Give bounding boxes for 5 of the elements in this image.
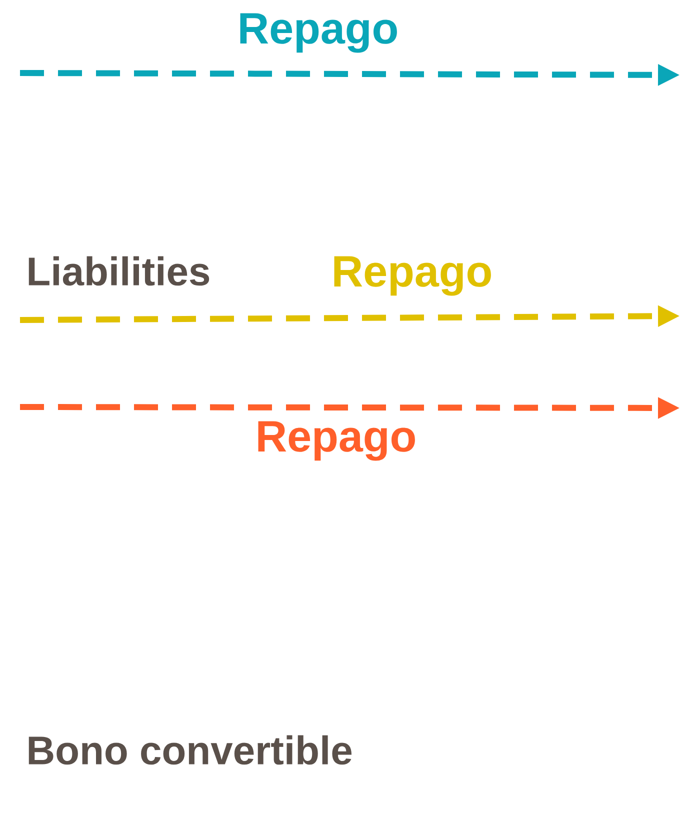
- text-label: Repago: [240, 13, 397, 53]
- text-label: Repago: [258, 421, 415, 461]
- text-label: Liabilities: [28, 256, 210, 286]
- text-label: Repago: [334, 256, 491, 296]
- text-label: Bono convertible: [28, 735, 352, 765]
